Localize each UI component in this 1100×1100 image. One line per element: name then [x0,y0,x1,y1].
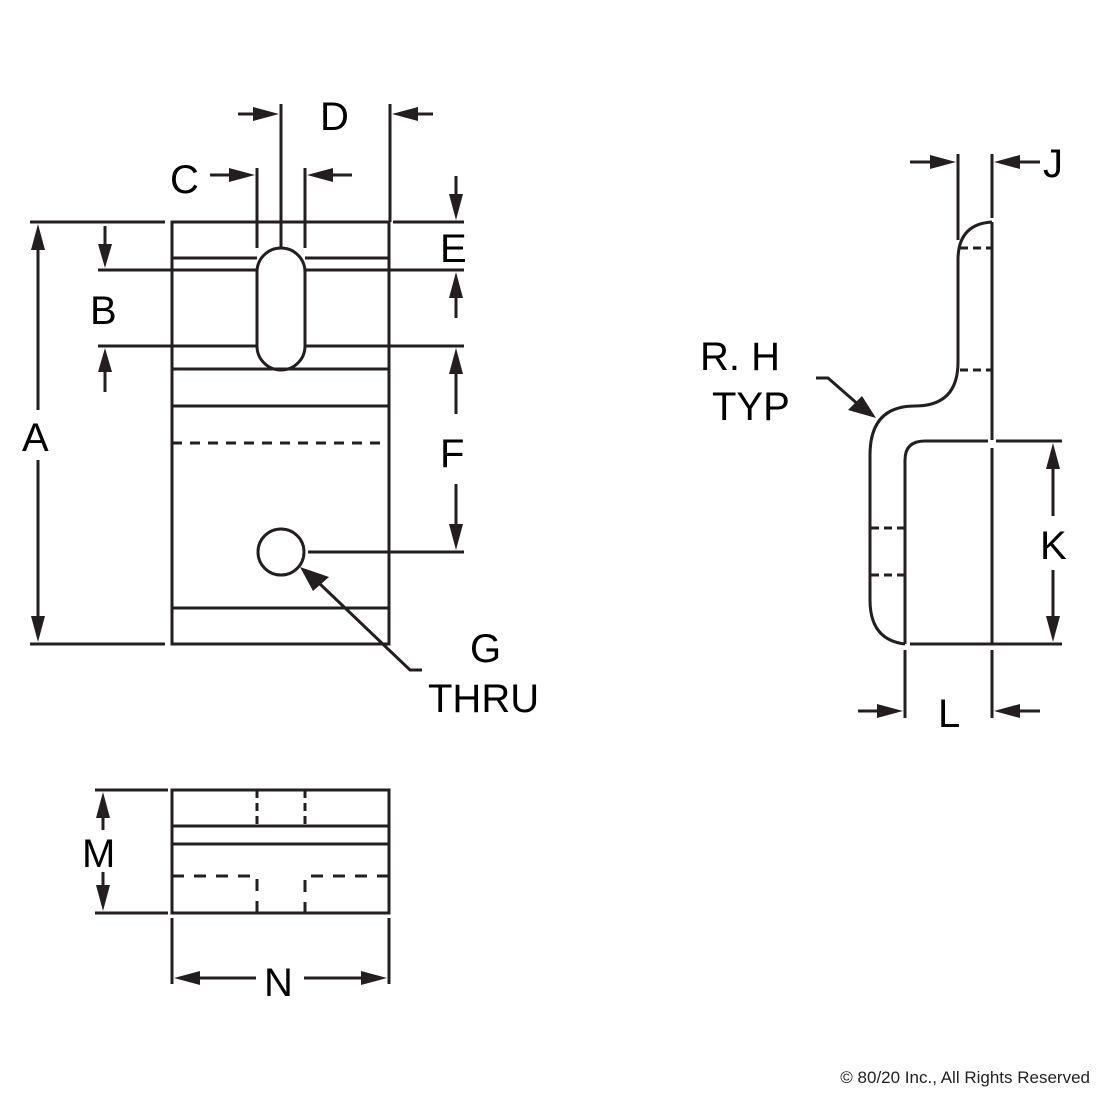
dimension-e: E [393,176,467,318]
label-rh: R. H [700,335,780,379]
label-c: C [170,158,199,202]
side-view [868,220,1062,646]
dimension-c: C [170,158,352,248]
thru-hole [256,527,306,577]
dimension-a: A [22,224,49,642]
label-n: N [264,961,293,1005]
label-d: D [320,95,349,139]
dimension-j: J [910,142,1063,240]
label-k: K [1040,524,1067,568]
front-view [170,220,391,646]
dimension-d: D [238,95,433,248]
label-g: G [470,627,501,671]
dimension-n: N [170,918,391,1005]
leader-radius: R. H TYP [700,335,876,429]
leader-g-thru: G THRU [300,567,539,721]
dimension-m: M [82,788,168,915]
copyright-text: © 80/20 Inc., All Rights Reserved [840,1068,1090,1087]
label-e: E [440,227,467,271]
label-m: M [82,832,115,876]
label-f: F [440,432,464,476]
label-j: J [1043,142,1063,186]
dimension-b: B [90,226,464,392]
bottom-view [170,788,391,915]
label-l: L [938,692,960,736]
slot-outline [255,246,307,372]
label-thru: THRU [428,677,539,721]
label-a: A [22,416,49,460]
label-typ: TYP [712,385,790,429]
dimension-k: K [996,439,1067,642]
dimension-f: F [308,348,464,554]
label-b: B [90,289,117,333]
dimension-l: L [858,650,1040,736]
